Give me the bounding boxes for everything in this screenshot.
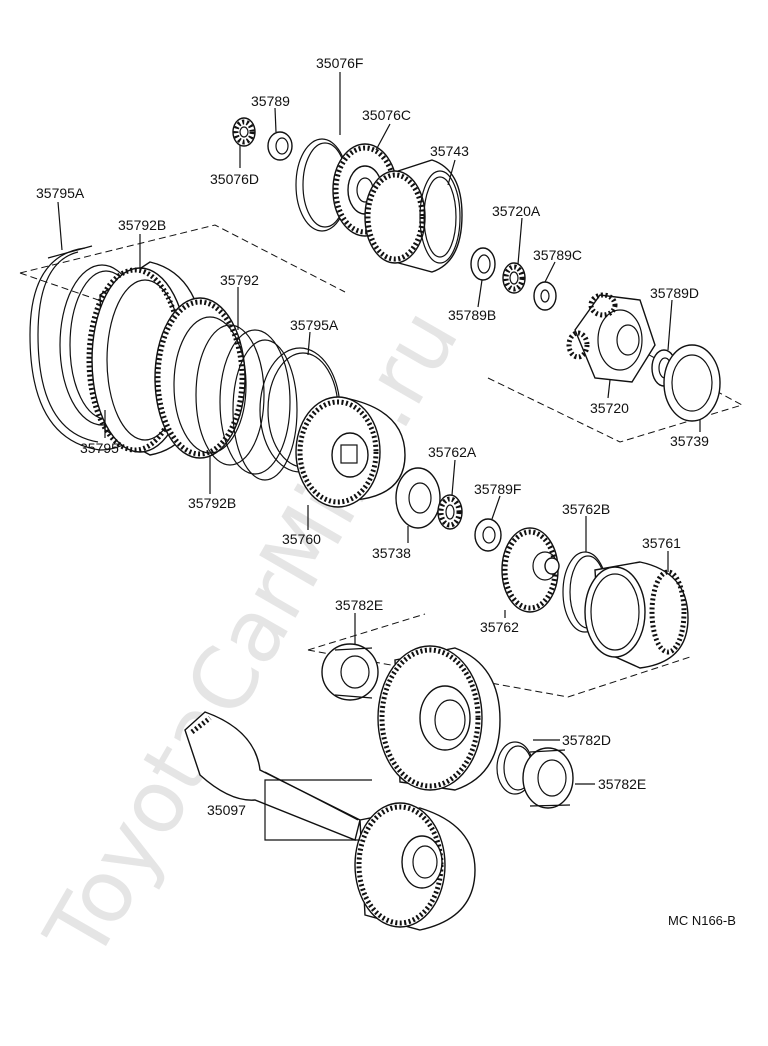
snap-ring-35795A — [29, 245, 151, 451]
label-35792B-top: 35792B — [118, 217, 166, 233]
washer-35789F — [474, 518, 502, 552]
label-35762: 35762 — [480, 619, 519, 635]
label-35792: 35792 — [220, 272, 259, 288]
label-35789: 35789 — [251, 93, 290, 109]
label-35760: 35760 — [282, 531, 321, 547]
label-35743: 35743 — [430, 143, 469, 159]
label-35739: 35739 — [670, 433, 709, 449]
diagram-code: MC N166-B — [668, 913, 736, 928]
label-35720: 35720 — [590, 400, 629, 416]
hub-35760 — [295, 396, 406, 508]
label-35782E-top: 35782E — [335, 597, 383, 613]
label-35795A-mid: 35795A — [290, 317, 339, 333]
washer-35789B — [470, 247, 496, 281]
sun-gear-35762 — [501, 527, 560, 613]
counter-drive-gear — [377, 645, 501, 791]
label-35795A-top: 35795A — [36, 185, 85, 201]
leader-lines — [57, 72, 701, 841]
label-35738: 35738 — [372, 545, 411, 561]
shaft-35097 — [184, 711, 361, 841]
bearing-35076D — [232, 117, 256, 147]
drum-35743 — [364, 159, 463, 273]
label-35795: 35795 — [80, 440, 119, 456]
label-35761: 35761 — [642, 535, 681, 551]
label-35782E-bot: 35782E — [598, 776, 646, 792]
label-35789B: 35789B — [448, 307, 496, 323]
label-35792B-bot: 35792B — [188, 495, 236, 511]
washer-35789 — [267, 131, 293, 161]
label-35076D: 35076D — [210, 171, 259, 187]
label-35789C: 35789C — [533, 247, 582, 263]
part-labels: 35076F 35789 35076C 35076D 35743 35795A … — [36, 55, 736, 928]
drum-35761 — [584, 561, 689, 669]
label-35782D: 35782D — [562, 732, 611, 748]
label-35762A: 35762A — [428, 444, 477, 460]
label-35097: 35097 — [207, 802, 246, 818]
bearing-35762A — [437, 494, 463, 530]
bearing-35720A — [502, 262, 526, 294]
plate-35739 — [663, 344, 721, 422]
label-35789F: 35789F — [474, 481, 521, 497]
label-35076C: 35076C — [362, 107, 411, 123]
plate-35738 — [395, 467, 441, 529]
label-35720A: 35720A — [492, 203, 541, 219]
carrier-35720 — [566, 292, 656, 383]
clutch-discs-35792 — [154, 297, 298, 481]
label-35789D: 35789D — [650, 285, 699, 301]
bearing-35782E-upper — [321, 643, 379, 701]
label-35762B: 35762B — [562, 501, 610, 517]
label-35076F: 35076F — [316, 55, 363, 71]
bearing-35782E-lower — [522, 747, 574, 809]
washer-35789C — [533, 281, 557, 311]
output-gear — [354, 802, 476, 931]
